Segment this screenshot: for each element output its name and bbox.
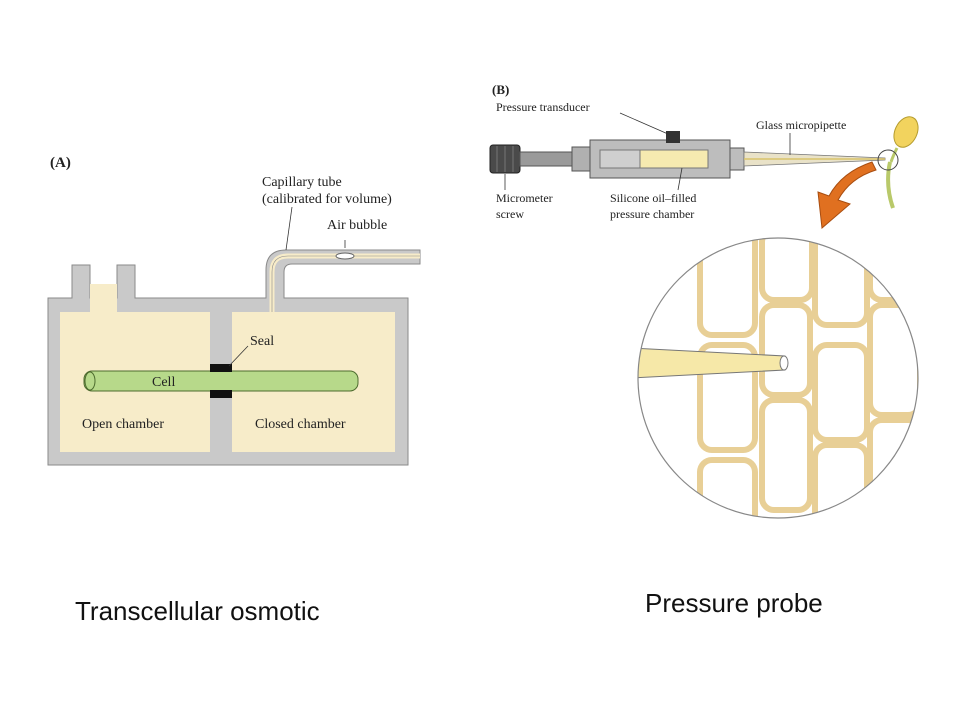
seedling: [877, 116, 919, 209]
caption-pressure-probe: Pressure probe: [645, 588, 823, 618]
silicone-label-1: Silicone oil–filled: [610, 191, 696, 205]
seal: [210, 364, 232, 372]
zoom-arrow-icon: [817, 161, 877, 229]
seal-label: Seal: [250, 334, 274, 349]
capillary-label-2: (calibrated for volume): [262, 192, 392, 207]
panel-a-tag: (A): [50, 155, 71, 171]
magnified-view: [637, 237, 919, 519]
open-neck: [90, 284, 117, 314]
pressure-transducer-label: Pressure transducer: [496, 100, 590, 114]
cell-label: Cell: [152, 375, 175, 390]
probe-body: [571, 146, 591, 172]
closed-chamber-label: Closed chamber: [255, 417, 346, 432]
panel-a: (A) Capillary tube (calibrated for volum…: [47, 155, 421, 466]
capillary-label-1: Capillary tube: [262, 175, 342, 190]
micrometer-label-1: Micrometer: [496, 191, 553, 205]
air-bubble: [335, 252, 355, 260]
air-bubble-label: Air bubble: [327, 218, 387, 233]
panel-b: (B) Pressure transducer Glass micropipet…: [489, 82, 919, 519]
glass-micropipette-label: Glass micropipette: [756, 118, 846, 132]
silicone-label-2: pressure chamber: [610, 207, 694, 221]
open-chamber-label: Open chamber: [82, 417, 164, 432]
pressure-transducer: [666, 131, 680, 143]
panel-b-tag: (B): [492, 82, 509, 97]
cell: [83, 370, 359, 392]
pressure-chamber: [639, 149, 709, 169]
micrometer-label-2: screw: [496, 207, 524, 221]
caption-transcellular: Transcellular osmotic: [75, 596, 320, 626]
